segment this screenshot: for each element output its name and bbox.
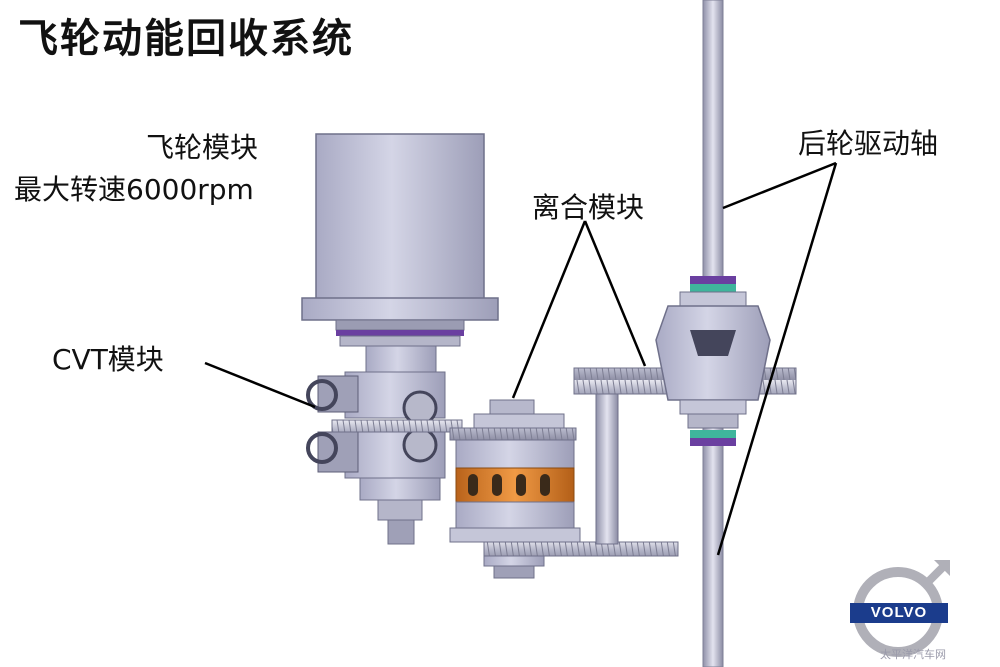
leader-line-clutch-right: [583, 220, 647, 367]
label-max-speed: 最大转速6000rpm: [14, 173, 254, 206]
label-cvt-module: CVT模块: [52, 343, 164, 376]
label-rear-axle: 后轮驱动轴: [798, 127, 939, 160]
leader-line-axle-lower: [716, 162, 838, 556]
volvo-logo: [850, 560, 950, 657]
cvt-module: [306, 345, 463, 545]
differential: [655, 276, 771, 446]
page-title: 飞轮动能回收系统: [18, 16, 354, 62]
label-flywheel-module: 飞轮模块: [146, 131, 259, 164]
flywheel-module: [301, 133, 499, 347]
leader-line-clutch-left: [511, 220, 587, 399]
label-clutch-module: 离合模块: [532, 191, 645, 224]
watermark-text: 太平洋汽车网: [880, 648, 946, 661]
leader-lines: [204, 161, 838, 556]
leader-line-axle-upper: [722, 161, 837, 210]
volvo-logo-text: VOLVO: [870, 604, 928, 621]
leader-line-cvt: [204, 361, 316, 409]
